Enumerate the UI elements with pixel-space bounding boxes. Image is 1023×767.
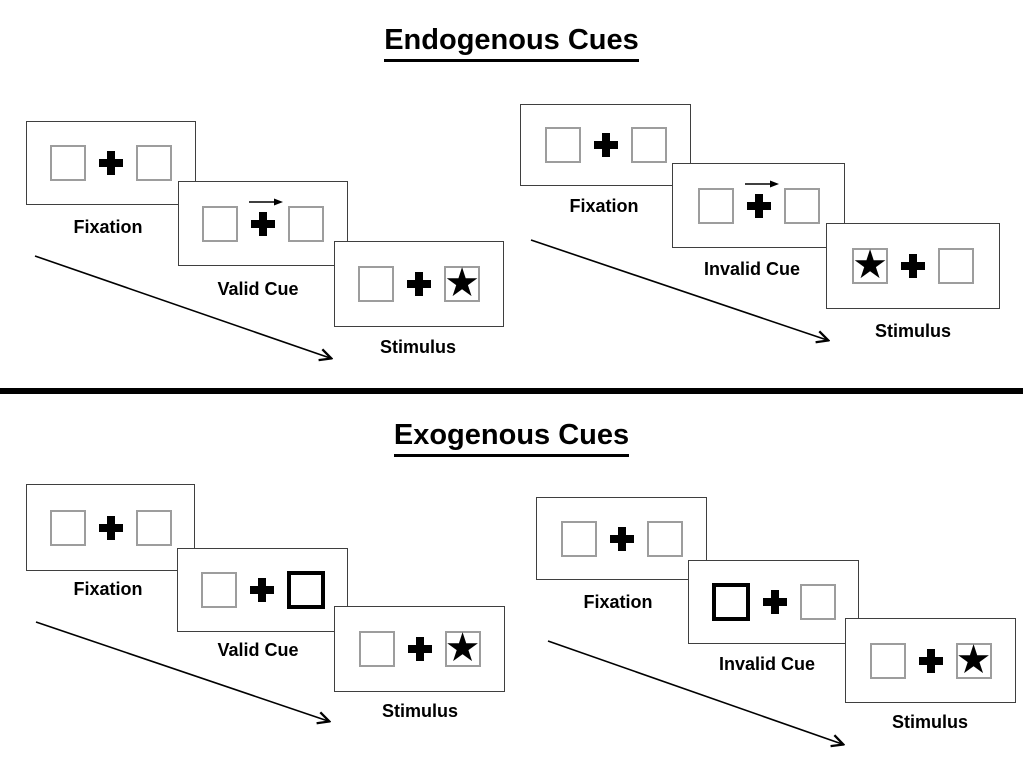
fixation-cross-icon (762, 590, 787, 614)
fixation-panel (536, 497, 707, 580)
fixation-cross-icon (609, 526, 634, 551)
left-placeholder-box (358, 266, 394, 302)
section-title-exogenous: Exogenous Cues (0, 415, 1023, 457)
right-placeholder-box (288, 205, 324, 242)
left-placeholder-box (50, 145, 86, 181)
left-placeholder-box (202, 205, 238, 242)
section-divider (0, 388, 1023, 394)
fixation-cross-icon (744, 180, 779, 218)
stimulus-panel: ★ (334, 606, 505, 692)
fixation-cross-icon (407, 637, 432, 661)
left-placeholder-box (200, 572, 237, 608)
step-label: Stimulus (381, 701, 459, 721)
fixation-panel (520, 104, 691, 186)
right-placeholder-box (783, 187, 820, 224)
fixation-cross-icon (99, 151, 123, 175)
fixation-cross-icon (249, 198, 283, 236)
star-icon: ★ (444, 261, 480, 305)
step-label: Stimulus (379, 337, 457, 357)
valid-cue-panel (177, 548, 348, 632)
right-placeholder-box (799, 584, 836, 620)
star-stimulus-box: ★ (444, 626, 481, 670)
stimulus-panel: ★ (334, 241, 504, 327)
step-label: Fixation (73, 579, 143, 599)
valid-cue-panel (178, 181, 348, 266)
sequence-arrow-icon (35, 621, 338, 728)
section-title-endogenous: Endogenous Cues (0, 20, 1023, 62)
step-label: Stimulus (874, 321, 952, 341)
right-placeholder-box (135, 509, 172, 546)
stimulus-panel: ★ (845, 618, 1016, 703)
fixation-panel (26, 121, 196, 205)
sequence-arrow-icon (530, 239, 837, 348)
right-placeholder-box (938, 248, 974, 284)
step-label: Invalid Cue (703, 259, 801, 279)
fixation-cross-icon (98, 515, 123, 540)
left-placeholder-box (869, 642, 906, 679)
cue-arrow-icon (249, 198, 283, 205)
star-icon: ★ (852, 243, 888, 287)
invalid-cue-panel (688, 560, 859, 644)
section-title-text: Endogenous Cues (384, 24, 639, 62)
section-title-text: Exogenous Cues (393, 419, 630, 457)
right-placeholder-box (646, 520, 683, 557)
star-stimulus-box: ★ (955, 637, 992, 682)
left-placeholder-box (697, 187, 734, 224)
sequence-arrow-icon (547, 640, 852, 750)
fixation-cross-icon (918, 648, 943, 673)
left-placeholder-box (49, 509, 86, 546)
left-placeholder-box (560, 520, 597, 557)
cue-highlight-box (286, 571, 325, 609)
right-placeholder-box (136, 145, 172, 181)
cue-arrow-icon (744, 180, 779, 187)
step-label: Fixation (73, 217, 143, 237)
fixation-cross-icon (249, 578, 274, 602)
sequence-arrow-icon (34, 255, 340, 366)
star-icon: ★ (955, 637, 992, 682)
fixation-cross-icon (901, 254, 925, 278)
star-stimulus-box: ★ (444, 261, 480, 305)
step-label: Valid Cue (217, 640, 299, 660)
star-stimulus-box: ★ (852, 243, 888, 287)
left-placeholder-box (358, 631, 395, 667)
fixation-cross-icon (593, 133, 618, 157)
step-label: Valid Cue (217, 279, 299, 299)
fixation-cross-icon (407, 272, 431, 296)
fixation-panel (26, 484, 195, 571)
step-label: Fixation (569, 196, 639, 216)
left-placeholder-box (544, 127, 581, 163)
right-placeholder-box (630, 127, 667, 163)
invalid-cue-panel (672, 163, 845, 248)
star-icon: ★ (444, 626, 481, 670)
step-label: Invalid Cue (718, 654, 816, 674)
stimulus-panel: ★ (826, 223, 1000, 309)
cue-highlight-box (711, 583, 750, 621)
step-label: Stimulus (891, 712, 969, 732)
step-label: Fixation (583, 592, 653, 612)
